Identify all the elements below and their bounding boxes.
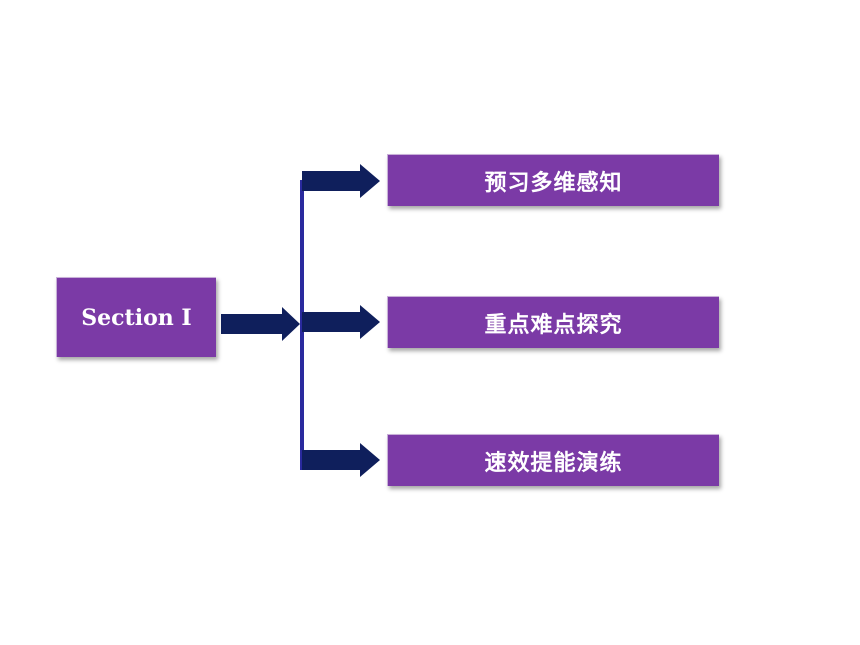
- target-label-2: 重点难点探究: [484, 312, 623, 338]
- branch-arrow-3: [302, 443, 380, 477]
- key-difficulty-box[interactable]: 重点难点探究: [387, 296, 719, 348]
- main-arrow: [221, 307, 300, 341]
- quick-practice-box[interactable]: 速效提能演练: [387, 434, 719, 486]
- section-box[interactable]: Section Ⅰ: [56, 277, 216, 357]
- branch-arrow-2: [302, 305, 380, 339]
- target-label-1: 预习多维感知: [484, 170, 623, 196]
- section-label: Section Ⅰ: [81, 304, 192, 331]
- branch-arrow-1: [302, 164, 380, 198]
- preview-perception-box[interactable]: 预习多维感知: [387, 154, 719, 206]
- target-label-3: 速效提能演练: [484, 450, 623, 476]
